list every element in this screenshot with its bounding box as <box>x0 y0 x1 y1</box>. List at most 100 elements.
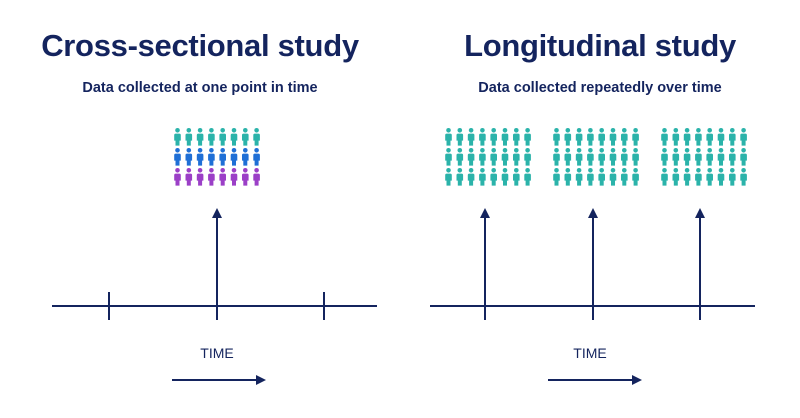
person-icon <box>706 148 713 166</box>
person-icon <box>501 148 509 166</box>
person-icon <box>621 128 628 146</box>
longitudinal-people-group <box>445 128 747 186</box>
cross-sectional-diagram <box>52 128 377 385</box>
person-icon <box>706 128 713 146</box>
time-direction-arrow <box>548 375 642 385</box>
person-icon <box>609 148 617 166</box>
person-icon <box>587 128 594 146</box>
person-icon <box>661 128 668 146</box>
person-icon <box>740 128 747 146</box>
person-icon <box>740 148 747 166</box>
person-icon <box>661 168 668 186</box>
person-icon <box>729 168 736 186</box>
person-icon <box>672 128 680 146</box>
person-icon <box>185 148 193 166</box>
longitudinal-title: Longitudinal study <box>464 28 736 63</box>
person-icon <box>695 128 702 146</box>
person-icon <box>467 128 475 146</box>
person-icon <box>445 128 452 146</box>
person-icon <box>621 168 628 186</box>
person-icon <box>564 168 572 186</box>
person-icon <box>196 168 204 186</box>
person-icon <box>219 148 226 166</box>
person-icon <box>513 148 520 166</box>
person-icon <box>564 128 572 146</box>
time-label: TIME <box>200 345 234 361</box>
person-icon <box>513 168 520 186</box>
person-icon <box>490 148 497 166</box>
longitudinal-diagram <box>430 128 755 385</box>
person-icon <box>208 148 215 166</box>
person-icon <box>230 128 238 146</box>
person-icon <box>174 148 181 166</box>
person-icon <box>575 128 583 146</box>
person-icon <box>196 148 204 166</box>
person-icon <box>695 148 702 166</box>
cross-sectional-title: Cross-sectional study <box>41 28 359 63</box>
person-icon <box>467 148 475 166</box>
person-icon <box>729 128 736 146</box>
person-icon <box>253 148 260 166</box>
person-icon <box>717 148 725 166</box>
longitudinal-panel: Longitudinal study Data collected repeat… <box>400 0 800 418</box>
person-icon <box>524 148 531 166</box>
person-icon <box>208 168 215 186</box>
person-icon <box>490 168 497 186</box>
person-icon <box>196 128 204 146</box>
person-icon <box>479 168 486 186</box>
person-icon <box>456 168 464 186</box>
person-icon <box>706 168 713 186</box>
person-icon <box>467 168 475 186</box>
person-icon <box>672 148 680 166</box>
person-icon <box>683 168 691 186</box>
person-icon <box>575 148 583 166</box>
person-icon <box>479 148 486 166</box>
person-icon <box>587 148 594 166</box>
person-icon <box>242 128 249 146</box>
person-icon <box>609 168 617 186</box>
person-icon <box>553 168 560 186</box>
person-icon <box>575 168 583 186</box>
person-icon <box>672 168 680 186</box>
person-icon <box>598 168 605 186</box>
person-icon <box>609 128 617 146</box>
data-collection-arrow <box>695 208 705 292</box>
person-icon <box>219 128 226 146</box>
person-icon <box>524 128 531 146</box>
person-icon <box>185 168 193 186</box>
person-icon <box>598 148 605 166</box>
person-icon <box>564 148 572 166</box>
data-collection-arrow <box>212 208 222 292</box>
person-icon <box>479 128 486 146</box>
person-icon <box>740 168 747 186</box>
person-icon <box>513 128 520 146</box>
person-icon <box>717 128 725 146</box>
person-icon <box>174 168 181 186</box>
person-icon <box>445 148 452 166</box>
person-icon <box>729 148 736 166</box>
data-collection-arrow <box>480 208 490 292</box>
cross-sectional-panel: Cross-sectional study Data collected at … <box>41 28 377 385</box>
person-icon <box>632 148 639 166</box>
person-icon <box>621 148 628 166</box>
person-icon <box>253 128 260 146</box>
person-icon <box>242 148 249 166</box>
person-icon <box>683 128 691 146</box>
person-icon <box>490 128 497 146</box>
person-icon <box>587 168 594 186</box>
time-direction-arrow <box>172 375 266 385</box>
person-icon <box>553 148 560 166</box>
person-icon <box>253 168 260 186</box>
person-icon <box>501 128 509 146</box>
person-icon <box>553 128 560 146</box>
data-collection-arrow <box>588 208 598 292</box>
cross-sectional-subtitle: Data collected at one point in time <box>82 80 318 96</box>
time-label: TIME <box>573 345 607 361</box>
person-icon <box>632 128 639 146</box>
person-icon <box>632 168 639 186</box>
person-icon <box>174 128 181 146</box>
person-icon <box>230 148 238 166</box>
cross-sectional-people-group <box>174 128 260 186</box>
person-icon <box>661 148 668 166</box>
person-icon <box>683 148 691 166</box>
